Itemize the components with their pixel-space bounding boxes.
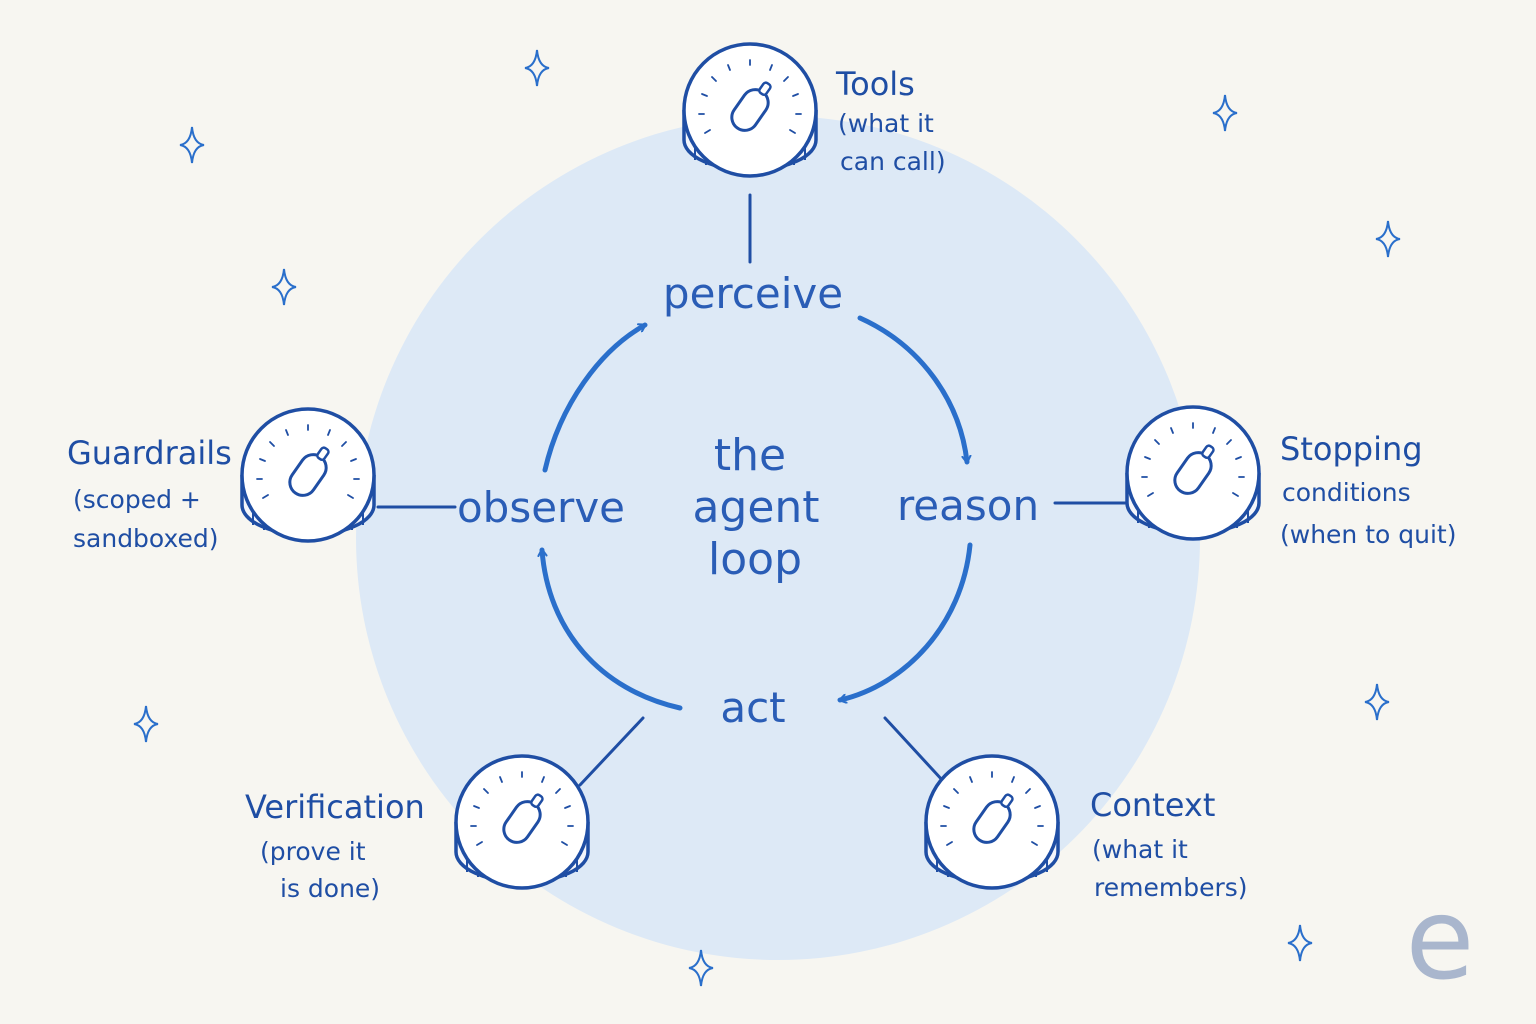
brand-logo: e [1406, 875, 1475, 1005]
dial-knob-icon [924, 754, 1060, 890]
sparkle-icon [133, 705, 159, 743]
knob-verification-line-2: is done) [280, 874, 380, 903]
dial-knob-icon [240, 407, 376, 543]
knob-tools-line-2: can call) [840, 147, 946, 176]
dial-knob-icon [1125, 405, 1261, 541]
center-label-line-3: loop [708, 534, 802, 585]
knob-stopping-line-1: conditions [1282, 478, 1411, 507]
stage-observe: observe [457, 483, 625, 532]
sparkle-icon [1212, 94, 1238, 132]
sparkle-icon [179, 126, 205, 164]
knob-context-title: Context [1090, 786, 1215, 824]
sparkle-icon [271, 268, 297, 306]
sparkle-icon [524, 49, 550, 87]
sparkle-icon [1364, 683, 1390, 721]
connector-verification [578, 716, 645, 787]
dial-knob-icon [682, 42, 818, 178]
knob-context-line-1: (what it [1092, 835, 1188, 864]
sparkle-icon [1287, 924, 1313, 962]
connector-context [883, 716, 946, 784]
arrow-observe-to-perceive [542, 322, 648, 473]
dial-knob-icon [454, 754, 590, 890]
center-label-line-2: agent [692, 482, 819, 533]
knob-guardrails-line-2: sandboxed) [73, 524, 218, 553]
arrow-reason-to-act [837, 542, 973, 700]
knob-verification-line-1: (prove it [260, 837, 366, 866]
knob-stopping-title: Stopping [1280, 430, 1423, 468]
sparkle-icon [688, 949, 714, 987]
stage-reason: reason [897, 481, 1039, 530]
knob-verification-title: Verification [245, 788, 425, 826]
arrow-act-to-observe [542, 547, 683, 711]
knob-tools-line-1: (what it [838, 109, 934, 138]
background-circle [356, 116, 1200, 960]
arrow-perceive-to-reason [857, 315, 967, 465]
knob-guardrails-title: Guardrails [67, 434, 232, 472]
center-label-line-1: the [714, 430, 786, 481]
stage-act: act [720, 683, 785, 732]
knob-guardrails-line-1: (scoped + [73, 485, 201, 514]
knob-tools-title: Tools [835, 65, 915, 103]
sparkle-icon [1375, 220, 1401, 258]
stage-perceive: perceive [663, 269, 843, 318]
knob-context-line-2: remembers) [1094, 873, 1248, 902]
knob-stopping-line-2: (when to quit) [1280, 520, 1456, 549]
